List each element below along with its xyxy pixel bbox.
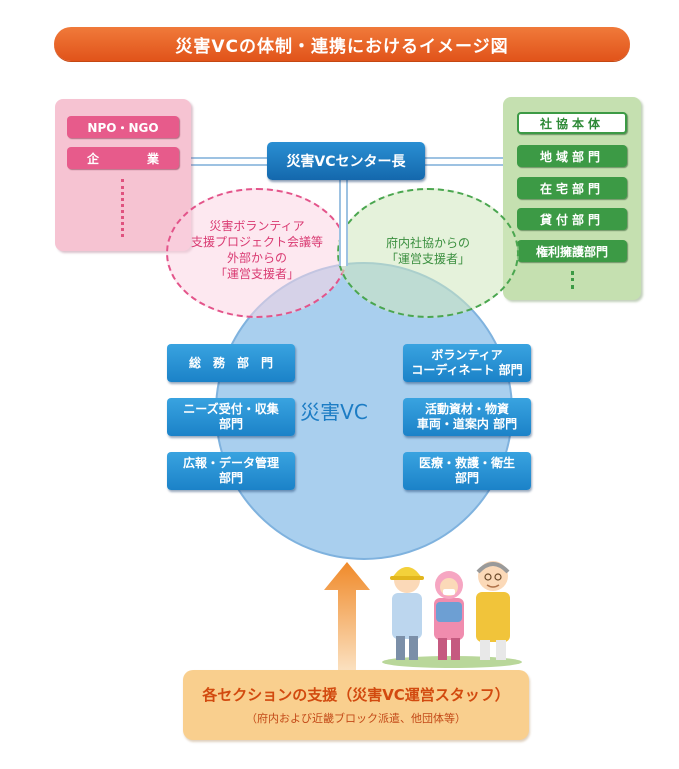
rights-advocacy-dept-box: 権利擁護部門 [517,240,627,262]
dept-line: 総 務 部 門 [188,355,273,370]
prefecture-support-text: 府内社協からの 「運営支援者」 [337,235,519,267]
dept-line: 活動資材・物資 [424,402,509,416]
volunteer-coordinate-dept: ボランティア コーディネート 部門 [403,344,531,382]
general-affairs-dept: 総 務 部 門 [167,344,295,382]
home-care-dept-box: 在宅部門 [517,177,627,199]
dept-line: 部門 [218,471,243,485]
shakyo-panel: 社協本体 地域部門 在宅部門 貸付部門 権利擁護部門 [503,97,641,300]
dept-line: ニーズ受付・収集 [183,402,279,416]
loan-dept-box: 貸付部門 [517,208,627,230]
diagram-title: 災害VCの体制・連携におけるイメージ図 [54,27,630,61]
connector-left [190,157,270,166]
external-support-circle [166,188,348,318]
external-org-panel: NPO・NGO 企 業 [55,99,191,251]
disaster-vc-label: 災害VC [300,400,368,424]
connector-right [423,157,505,166]
prefecture-support-line-1: 府内社協からの [385,236,470,250]
dept-line: 医療・救護・衛生 [418,456,515,470]
pink-ellipsis [121,179,124,237]
company-box: 企 業 [67,147,179,169]
dept-line: 部門 [218,417,243,431]
company-label-2: 業 [146,151,159,166]
dept-line: コーディネート 部門 [411,363,523,377]
section-support-box: 各セクションの支援（災害VC運営スタッフ） （府内および近畿ブロック派遣、他団体… [183,670,529,740]
dept-line: 広報・データ管理 [182,456,279,470]
external-support-line-2: 支援プロジェクト会議等 [190,235,323,249]
regional-dept-box: 地域部門 [517,145,627,167]
needs-intake-dept: ニーズ受付・収集 部門 [167,398,295,436]
external-support-text: 災害ボランティア 支援プロジェクト会議等 外部からの 「運営支援者」 [166,218,348,282]
prefecture-support-circle [337,188,519,318]
volunteers-illustration [382,561,522,668]
connector-down-overlay [339,180,348,266]
external-support-line-1: 災害ボランティア [209,219,305,233]
shakyo-main-box: 社協本体 [517,112,627,134]
medical-relief-dept: 医療・救護・衛生 部門 [403,452,531,490]
company-label-1: 企 [87,151,100,166]
dept-line: ボランティア [431,348,503,362]
dept-line: 部門 [454,471,479,485]
up-arrow-icon [324,562,370,672]
npo-ngo-box: NPO・NGO [67,116,179,138]
supplies-vehicles-dept: 活動資材・物資 車両・道案内 部門 [403,398,531,436]
external-support-line-3: 外部からの [226,251,287,265]
dept-line: 車両・道案内 部門 [416,417,518,431]
pr-data-dept: 広報・データ管理 部門 [167,452,295,490]
green-ellipsis [571,271,574,289]
support-subtitle: （府内および近畿ブロック派遣、他団体等） [246,712,466,725]
support-title: 各セクションの支援（災害VC運営スタッフ） [202,686,510,704]
prefecture-support-line-2: 「運営支援者」 [385,252,470,266]
external-support-line-4: 「運営支援者」 [214,267,299,281]
vc-center-leader-box: 災害VCセンター長 [267,142,425,180]
